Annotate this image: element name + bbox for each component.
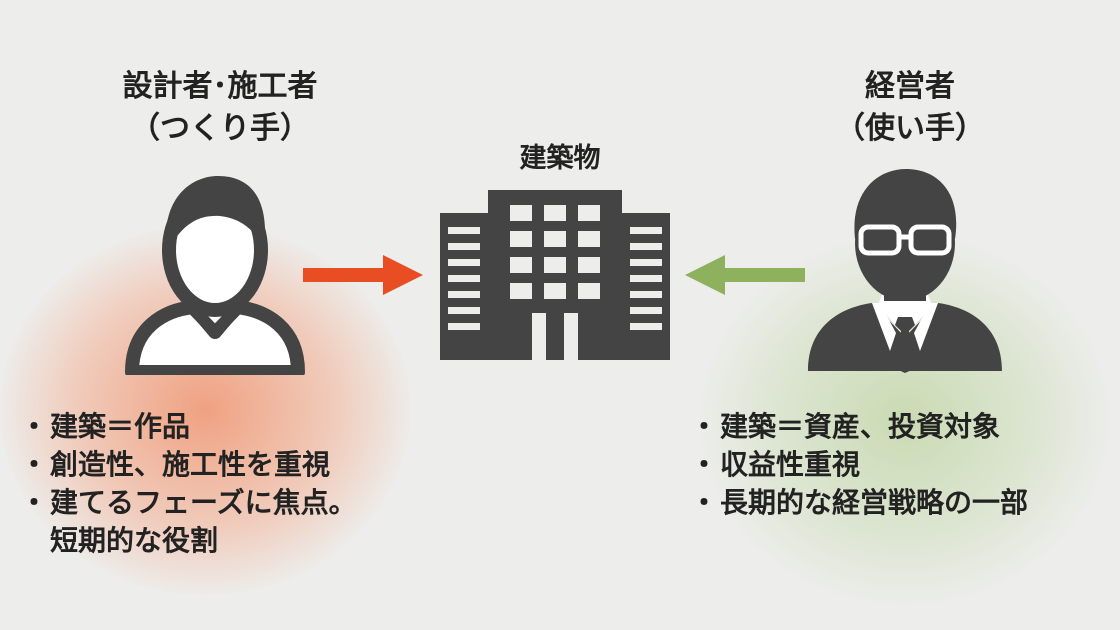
title-right-line1: 経営者 [865,69,955,104]
title-right: 経営者 （使い手） [780,66,1040,150]
right-point: 長期的な経営戦略の一部 [690,484,1028,522]
title-center-text: 建築物 [519,143,601,174]
right-point: 収益性重視 [690,446,1028,484]
left-point: 建てるフェーズに焦点。 [20,484,357,522]
left-point: 建築＝作品 [20,408,357,446]
title-left-line2: （つくり手） [130,111,310,146]
title-center: 建築物 [470,138,650,180]
left-point-continuation: 短期的な役割 [50,524,219,557]
arrow-right-icon [303,255,423,295]
left-points-list: 建築＝作品 創造性、施工性を重視 建てるフェーズに焦点。 短期的な役割 [20,408,357,560]
right-points-list: 建築＝資産、投資対象 収益性重視 長期的な経営戦略の一部 [690,408,1028,522]
arrow-left-icon [685,255,805,295]
title-left: 設計者･施工者 （つくり手） [70,66,370,150]
left-point: 創造性、施工性を重視 [20,446,357,484]
person-icon [125,176,305,375]
right-point: 建築＝資産、投資対象 [690,408,1028,446]
title-right-line2: （使い手） [835,111,985,146]
title-left-line1: 設計者･施工者 [122,69,318,104]
building-icon [440,190,670,360]
person-glasses-tie-icon [808,169,1002,373]
